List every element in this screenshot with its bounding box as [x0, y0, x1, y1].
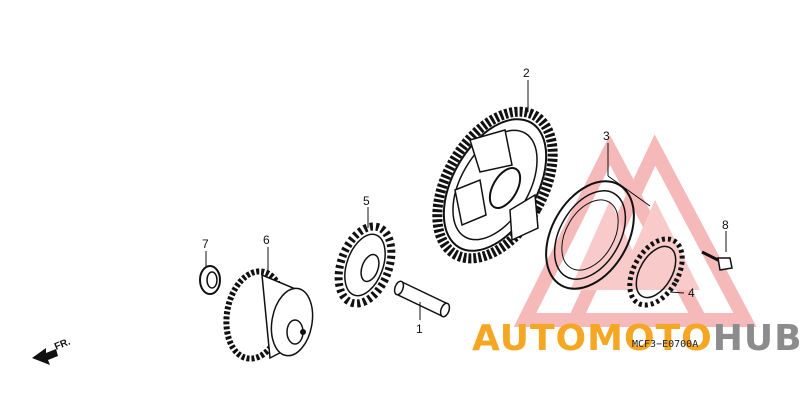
left-arrow-icon — [32, 348, 58, 365]
watermark-part2: HUB — [713, 318, 800, 359]
callout-7: 7 — [202, 237, 209, 251]
callout-2: 2 — [523, 66, 530, 80]
one-way-clutch-housing — [545, 180, 635, 290]
callout-5: 5 — [363, 194, 370, 208]
callout-1: 1 — [416, 322, 423, 336]
callout-8: 8 — [722, 218, 729, 232]
idle-gear-shaft — [393, 280, 451, 318]
callout-6: 6 — [263, 233, 270, 247]
leader-lines — [205, 80, 727, 320]
callout-3: 3 — [603, 129, 610, 143]
watermark-part1: AUTOMOTO — [472, 318, 713, 359]
clutch-outer — [223, 268, 314, 362]
starter-idle-gear — [334, 222, 396, 308]
drawing-code: MCF3−E0700A — [632, 339, 698, 350]
callout-4: 4 — [688, 286, 695, 300]
watermark-brand: AUTOMOTOHUB — [472, 318, 800, 359]
front-label: FR. — [53, 336, 72, 352]
bolt — [701, 250, 733, 271]
starter-driven-gear — [432, 106, 558, 264]
bearing — [199, 265, 221, 295]
sprag-clutch — [627, 236, 685, 308]
